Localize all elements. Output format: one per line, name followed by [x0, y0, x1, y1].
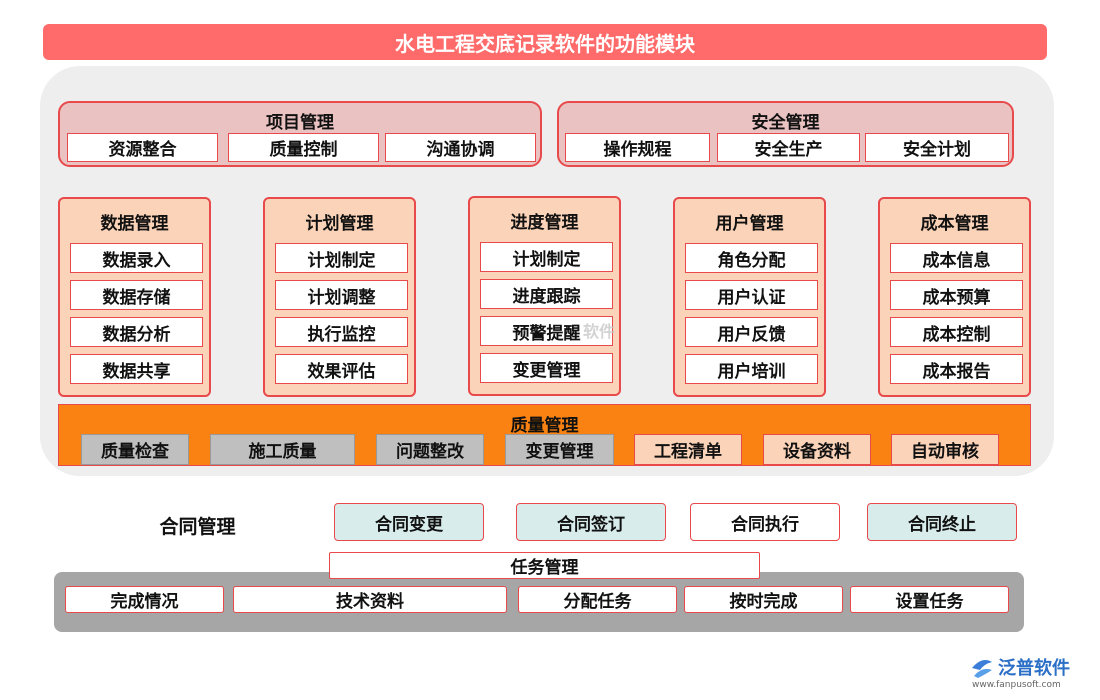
user-mgmt-title: 用户管理	[715, 214, 784, 234]
plan-item-adjust[interactable]: 计划调整	[275, 280, 408, 310]
user-item-feedback[interactable]: 用户反馈	[685, 317, 818, 347]
task-item-set[interactable]: 设置任务	[850, 586, 1009, 613]
task-item-assign[interactable]: 分配任务	[518, 586, 677, 613]
user-item-auth[interactable]: 用户认证	[685, 280, 818, 310]
task-item-ontime[interactable]: 按时完成	[684, 586, 843, 613]
quality-item-construction[interactable]: 施工质量	[210, 434, 355, 465]
data-item-sharing[interactable]: 数据共享	[70, 354, 203, 384]
plan-item-monitor[interactable]: 执行监控	[275, 317, 408, 347]
project-item-communication[interactable]: 沟通协调	[385, 133, 536, 162]
quality-item-rectification[interactable]: 问题整改	[376, 434, 484, 465]
progress-item-change[interactable]: 变更管理	[480, 353, 613, 383]
contract-item-change[interactable]: 合同变更	[334, 503, 484, 541]
quality-mgmt-title: 质量管理	[510, 416, 579, 436]
plan-item-evaluate[interactable]: 效果评估	[275, 354, 408, 384]
progress-item-track[interactable]: 进度跟踪	[480, 279, 613, 309]
quality-item-equipment[interactable]: 设备资料	[763, 434, 871, 465]
cost-item-info[interactable]: 成本信息	[890, 243, 1023, 273]
project-item-quality[interactable]: 质量控制	[228, 133, 379, 162]
project-item-resource[interactable]: 资源整合	[67, 133, 218, 162]
logo-icon	[972, 660, 992, 678]
contract-item-terminate[interactable]: 合同终止	[867, 503, 1017, 541]
safety-item-procedure[interactable]: 操作规程	[565, 133, 710, 162]
safety-mgmt-title: 安全管理	[751, 113, 820, 133]
data-mgmt-title: 数据管理	[100, 214, 169, 234]
data-item-storage[interactable]: 数据存储	[70, 280, 203, 310]
cost-item-budget[interactable]: 成本预算	[890, 280, 1023, 310]
quality-item-inspection[interactable]: 质量检查	[81, 434, 189, 465]
progress-item-plan[interactable]: 计划制定	[480, 242, 613, 272]
center-watermark: 软件	[583, 322, 616, 341]
logo-name: 泛普软件	[998, 658, 1070, 679]
safety-item-production[interactable]: 安全生产	[717, 133, 860, 162]
plan-item-make[interactable]: 计划制定	[275, 243, 408, 273]
cost-item-report[interactable]: 成本报告	[890, 354, 1023, 384]
page-title: 水电工程交底记录软件的功能模块	[43, 24, 1047, 60]
data-item-input[interactable]: 数据录入	[70, 243, 203, 273]
progress-mgmt-title: 进度管理	[510, 213, 579, 233]
safety-item-plan[interactable]: 安全计划	[865, 133, 1009, 162]
quality-item-change[interactable]: 变更管理	[505, 434, 614, 465]
contract-mgmt-title: 合同管理	[159, 516, 236, 538]
cost-item-control[interactable]: 成本控制	[890, 317, 1023, 347]
user-item-training[interactable]: 用户培训	[685, 354, 818, 384]
quality-item-bill[interactable]: 工程清单	[634, 434, 742, 465]
contract-item-sign[interactable]: 合同签订	[516, 503, 666, 541]
task-item-docs[interactable]: 技术资料	[233, 586, 507, 613]
user-item-role[interactable]: 角色分配	[685, 243, 818, 273]
quality-item-audit[interactable]: 自动审核	[891, 434, 999, 465]
data-item-analysis[interactable]: 数据分析	[70, 317, 203, 347]
progress-item-alert[interactable]: 预警提醒	[480, 316, 613, 346]
logo: 泛普软件 www.fanpusoft.com	[968, 652, 1094, 692]
logo-url: www.fanpusoft.com	[972, 680, 1061, 690]
task-item-status[interactable]: 完成情况	[65, 586, 224, 613]
plan-mgmt-title: 计划管理	[305, 214, 374, 234]
cost-mgmt-title: 成本管理	[920, 214, 989, 234]
contract-item-execute[interactable]: 合同执行	[690, 503, 840, 541]
task-mgmt-title: 任务管理	[329, 552, 760, 579]
project-mgmt-title: 项目管理	[266, 113, 334, 133]
